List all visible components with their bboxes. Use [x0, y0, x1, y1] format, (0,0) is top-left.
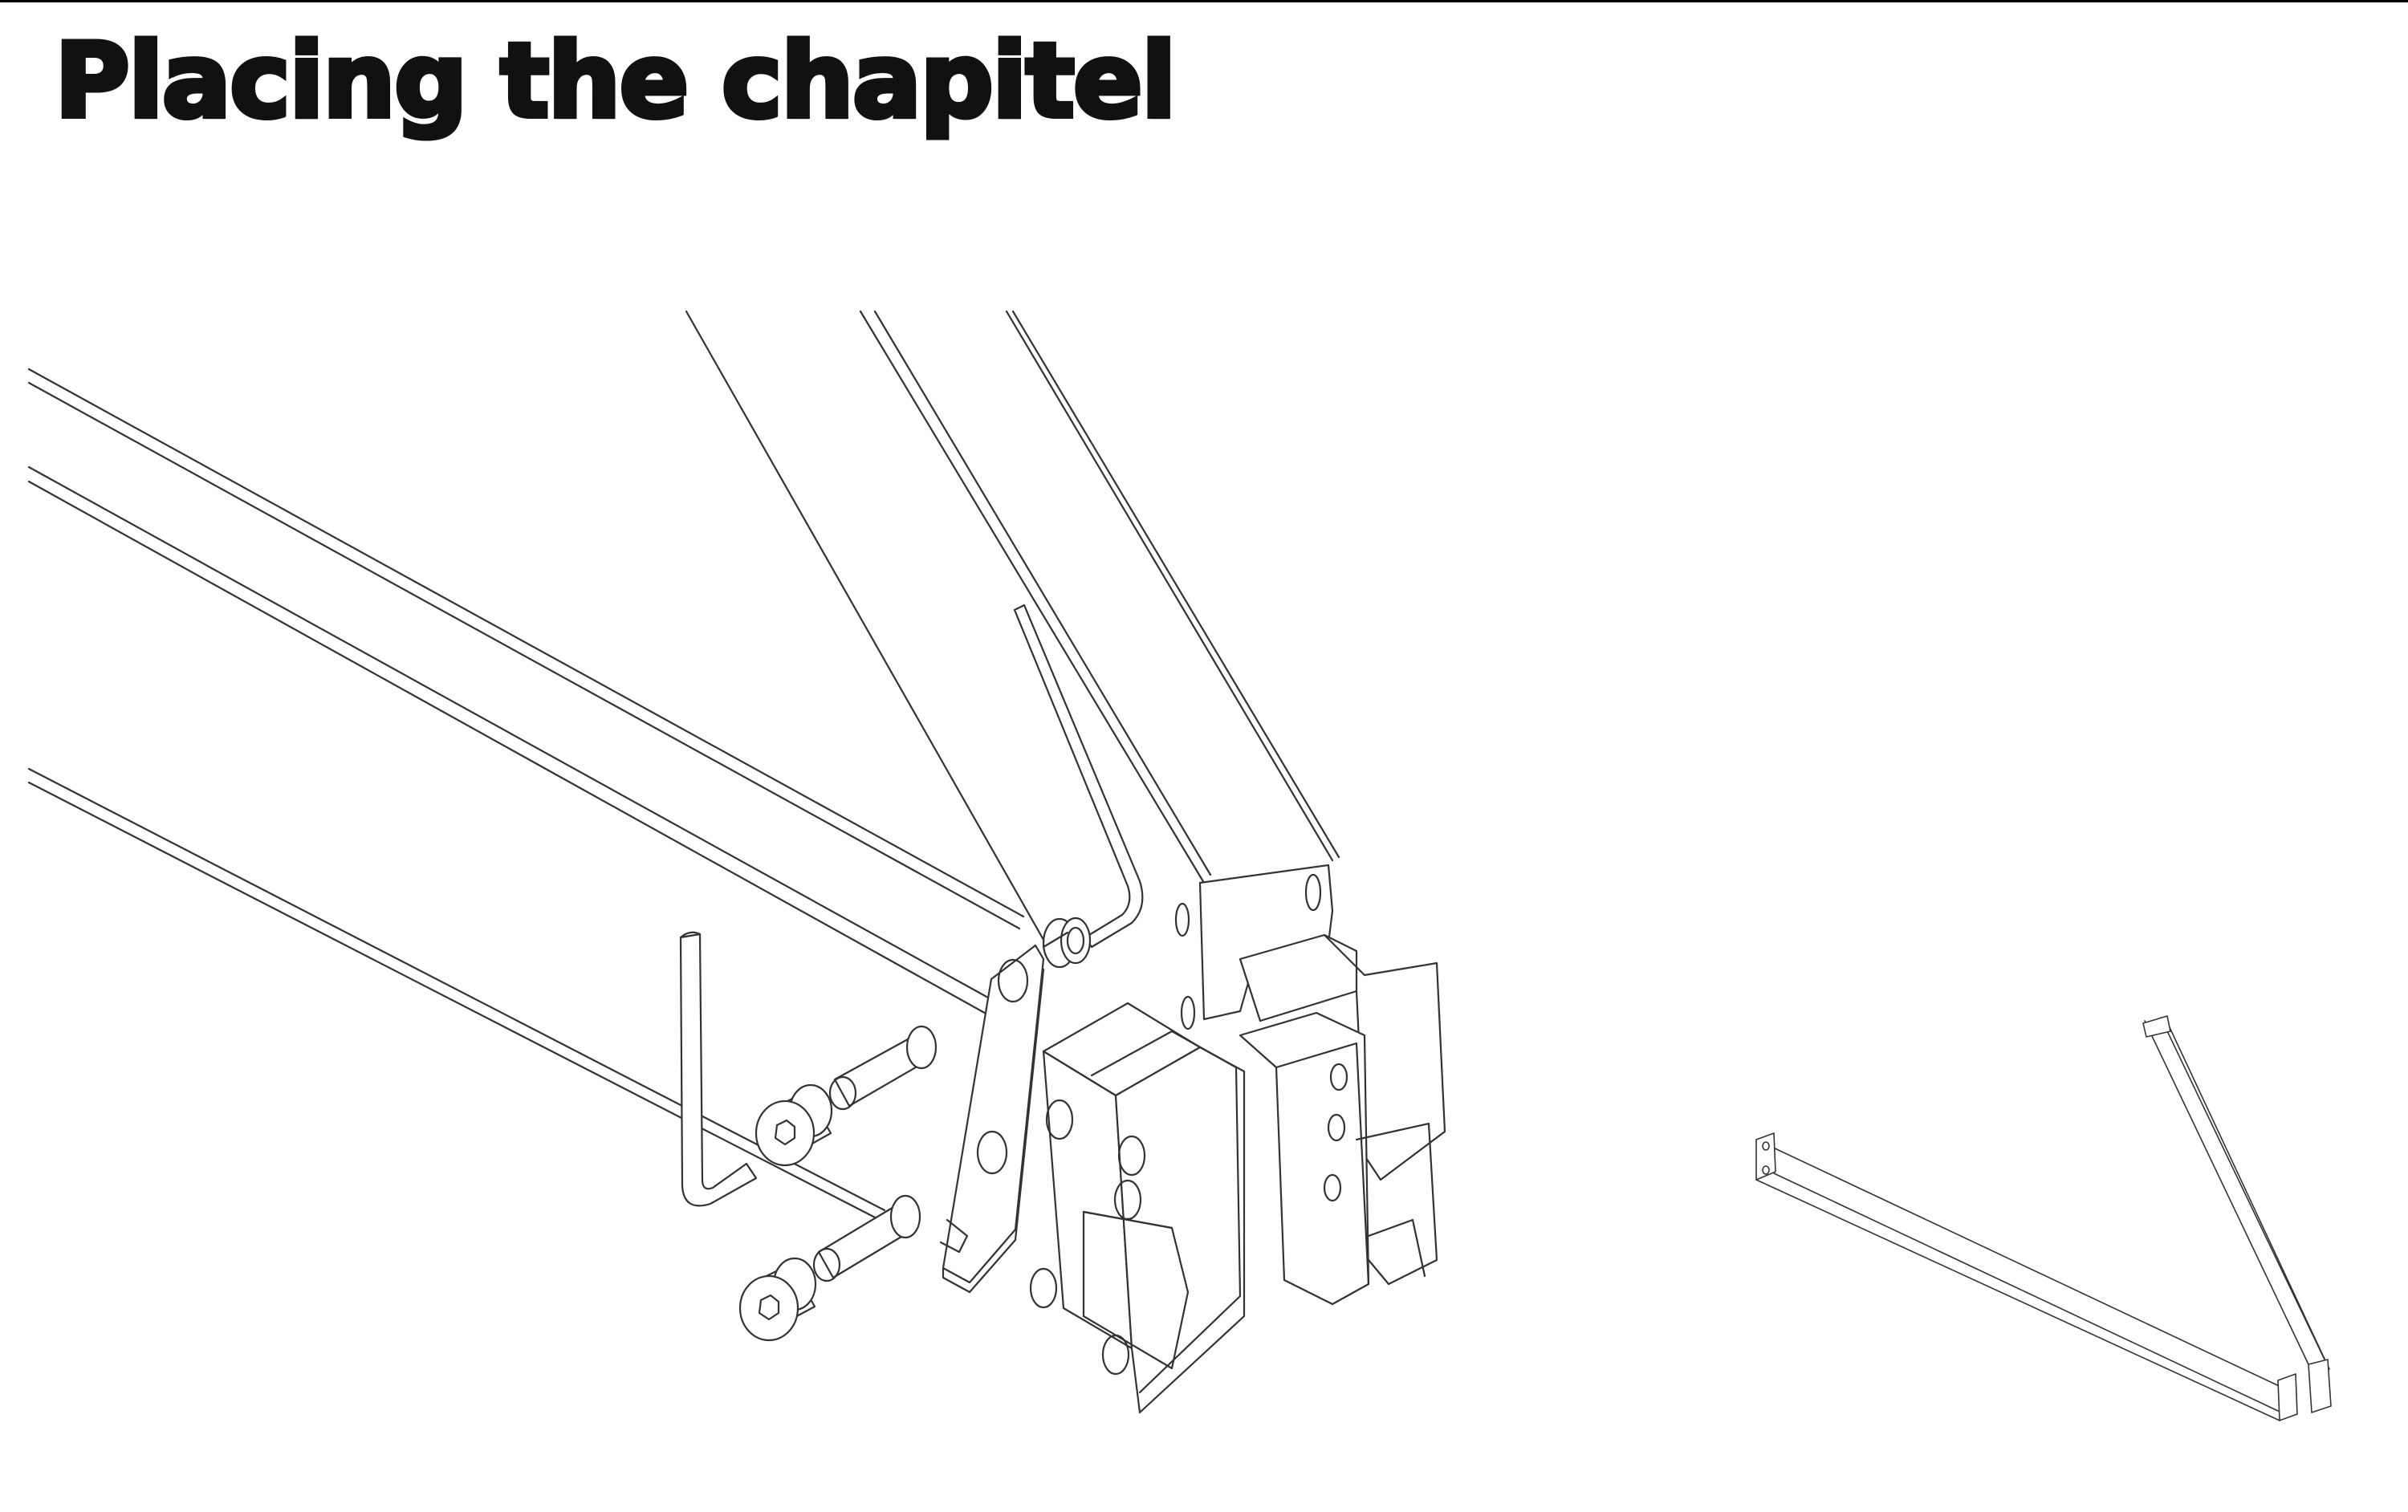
- connector-block-back: [1239, 933, 1446, 1306]
- horizontal-end-plate: [939, 944, 1045, 1294]
- diagonal-beam: [685, 310, 1340, 953]
- overview-diagonal-beam: [2142, 1015, 2332, 1413]
- overview-horizontal-beam: [1755, 1132, 2298, 1421]
- allen-key-upper: [1013, 604, 1144, 949]
- horizontal-beam: [27, 368, 1025, 1221]
- hex-screw-lower: [738, 1194, 921, 1342]
- top-rule: [0, 0, 2408, 2]
- page-title: Placing the chapitel: [52, 19, 1179, 144]
- connector-block-front: [1029, 1002, 1246, 1414]
- pin-bolt: [1042, 917, 1092, 969]
- allen-key-lower: [679, 931, 758, 1207]
- hex-screw-upper: [755, 1025, 938, 1167]
